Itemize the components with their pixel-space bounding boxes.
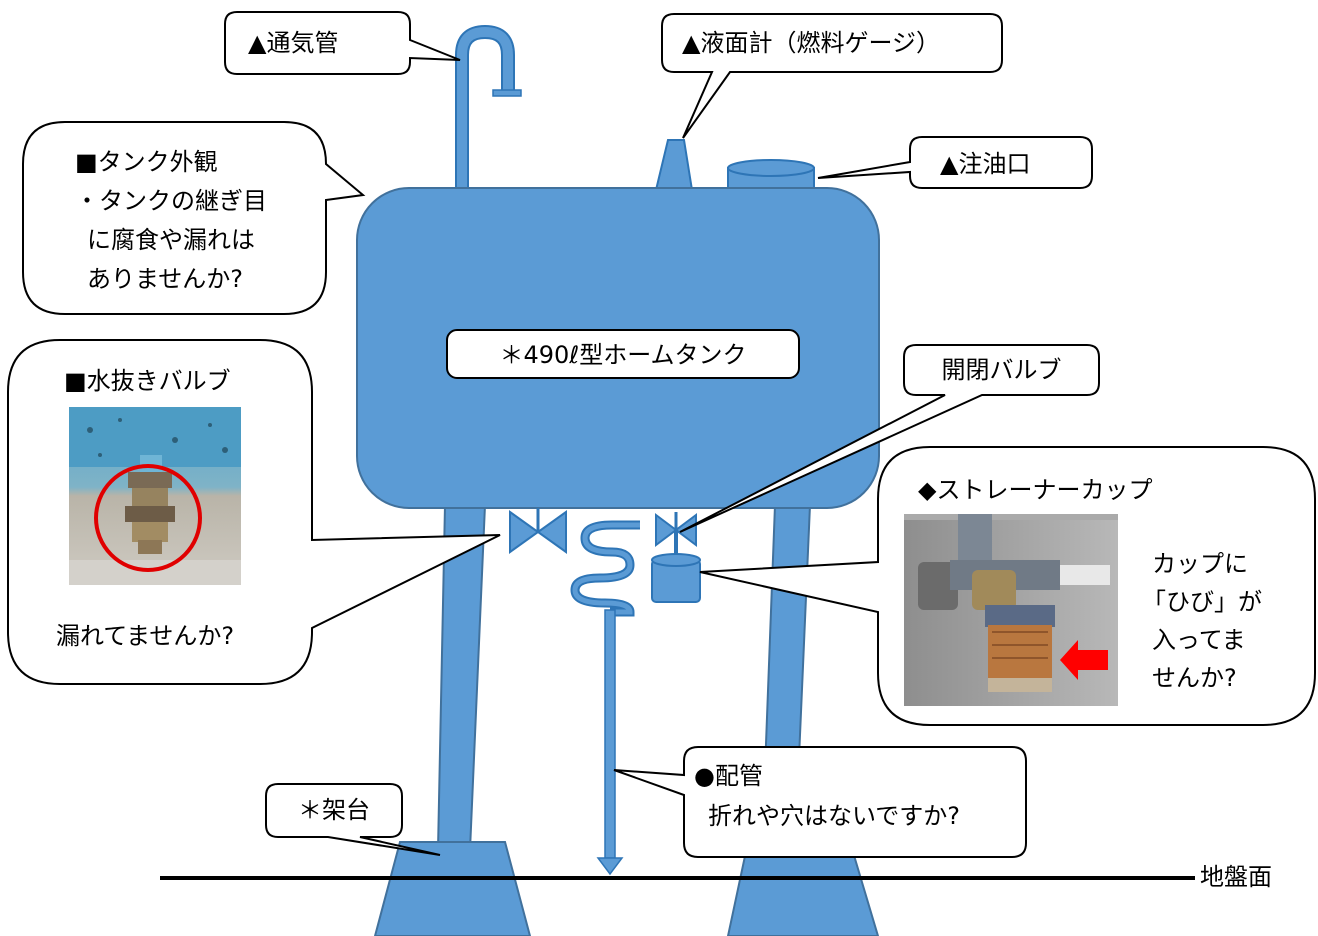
stand-callout: [265, 783, 441, 856]
drain-valve-title: ■水抜きバルブ: [64, 367, 231, 395]
main-pipe: [604, 609, 616, 859]
drain-valve-photo: [69, 407, 241, 585]
drain-valve-shape: [509, 510, 540, 554]
tank-exterior-line-2: に腐食や漏れは: [87, 226, 255, 254]
tank-label: ＊490ℓ型ホームタンク: [499, 341, 747, 369]
piping-title: ●配管: [694, 762, 763, 790]
tank-exterior-callout: [22, 121, 366, 315]
level-gauge-label: ▲液面計（燃料ゲージ）: [682, 29, 940, 57]
tank-exterior-line-1: ・タンクの継ぎ目: [75, 187, 267, 215]
strainer-cup-line-1: カップに: [1152, 550, 1248, 578]
strainer-cup-line-2: 「ひび」が: [1142, 588, 1262, 616]
vent-pipe-shape: [455, 24, 515, 190]
stand-base-left: [373, 841, 532, 936]
vent-pipe-label: ▲通気管: [248, 29, 339, 57]
shutoff-valve-label: 開閉バルブ: [941, 356, 1062, 384]
strainer-cup-title: ◆ストレーナーカップ: [918, 476, 1153, 504]
piping-callout: [613, 746, 1027, 858]
strainer-red-arrow: [1060, 640, 1108, 680]
strainer-cup-photo: [904, 514, 1118, 706]
tank-exterior-title: ■タンク外観: [75, 148, 218, 176]
tank-exterior-line-3: ありませんか?: [87, 265, 244, 293]
piping-question: 折れや穴はないですか?: [708, 802, 961, 830]
strainer-cup-line-3: 入ってま: [1152, 626, 1246, 654]
level-gauge-shape: [654, 139, 694, 191]
ground-label: 地盤面: [1200, 863, 1272, 891]
pipe-arrowhead: [596, 857, 624, 876]
strainer-cup-line-4: せんか?: [1152, 664, 1237, 692]
stand-label: ＊架台: [298, 796, 370, 824]
shutoff-valve-callout: [679, 344, 1100, 533]
filler-port-label: ▲注油口: [940, 150, 1031, 178]
level-gauge-callout: [661, 13, 1003, 139]
drain-valve-highlight-ring: [94, 464, 202, 572]
drain-valve-question: 漏れてませんか?: [56, 622, 235, 650]
filler-port-callout: [817, 136, 1093, 189]
vent-pipe-callout: [224, 11, 461, 75]
tank-label-box: [446, 329, 800, 379]
shutoff-valve-shape: [655, 513, 678, 547]
